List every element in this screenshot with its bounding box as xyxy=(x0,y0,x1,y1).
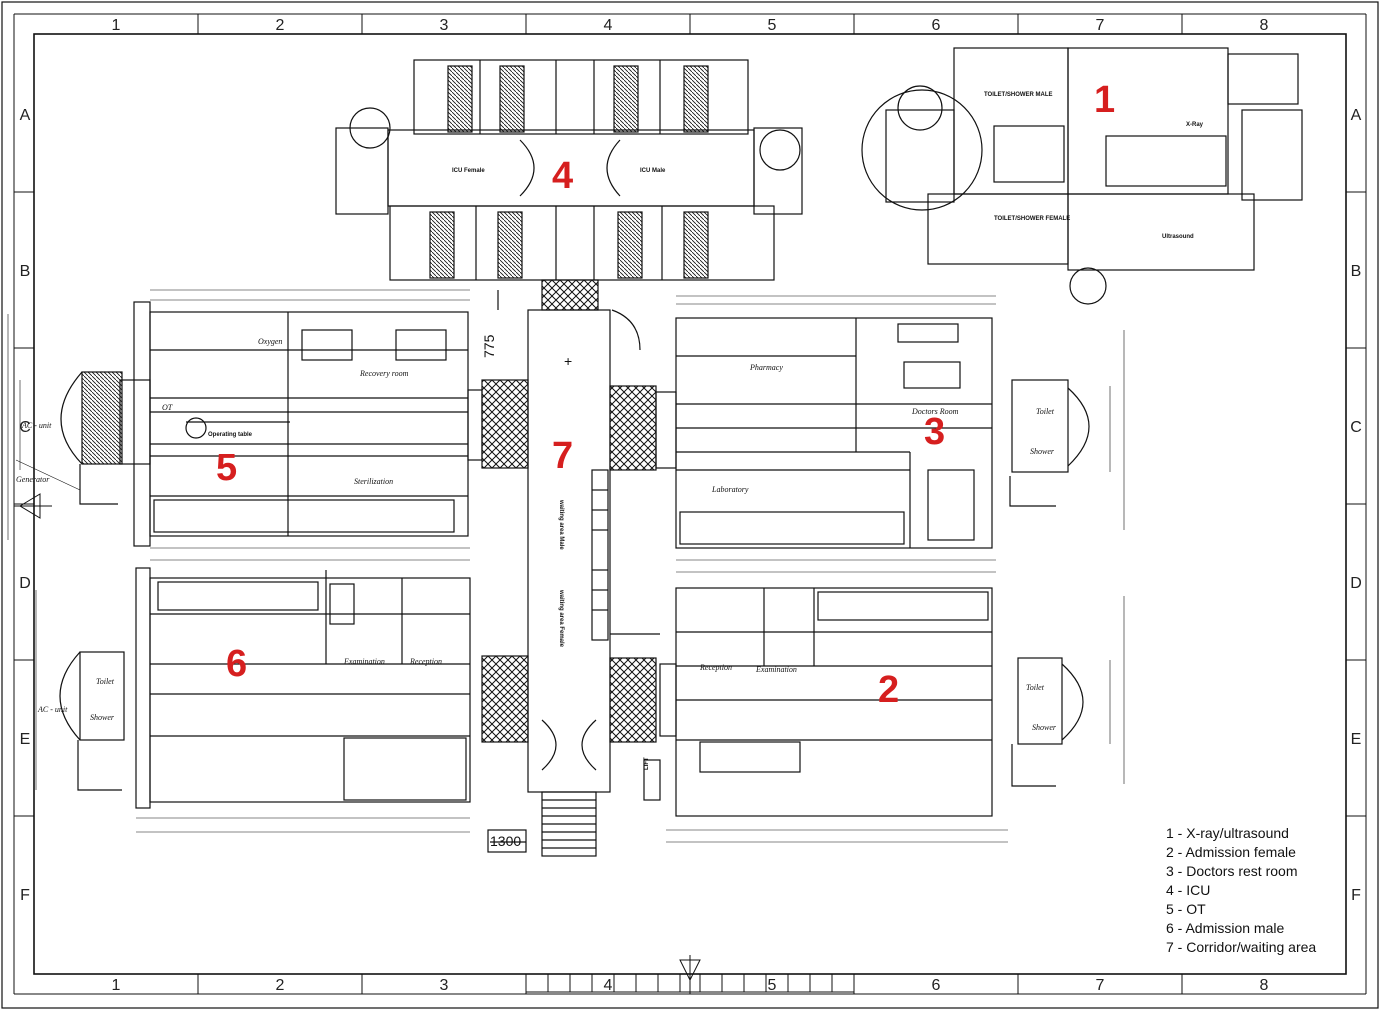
grid-row-left-F: F xyxy=(20,887,30,904)
label-lift: LIFT xyxy=(644,757,650,770)
label-toilet-male: TOILET/SHOWER MALE xyxy=(984,92,1053,98)
label-waiting-female: waiting area Female xyxy=(558,589,564,648)
label-shower-right-top: Shower xyxy=(1030,447,1055,456)
grid-col-top-8: 8 xyxy=(1260,17,1269,34)
label-operating-table: Operating table xyxy=(208,432,253,438)
label-toilet-right-bottom: Toilet xyxy=(1026,683,1045,692)
grid-col-bottom-1: 1 xyxy=(112,977,121,994)
legend-item-4: 4 - ICU xyxy=(1166,882,1211,898)
label-xray: X-Ray xyxy=(1186,122,1204,128)
label-toilet-right-top: Toilet xyxy=(1036,407,1055,416)
grid-col-bottom-8: 8 xyxy=(1260,977,1269,994)
grid-col-top-5: 5 xyxy=(768,17,777,34)
label-oxygen: Oxygen xyxy=(258,337,282,346)
grid-row-left-D: D xyxy=(19,575,31,592)
legend-item-3: 3 - Doctors rest room xyxy=(1166,863,1298,879)
drawing-frame xyxy=(33,33,1347,975)
grid-row-left-B: B xyxy=(20,263,31,280)
grid-row-right-F: F xyxy=(1351,887,1361,904)
ot-building xyxy=(60,301,483,547)
grid-col-bottom-2: 2 xyxy=(276,977,285,994)
room-number-4: 4 xyxy=(552,155,573,197)
legend-item-1: 1 - X-ray/ultrasound xyxy=(1166,825,1289,841)
admission-female-building xyxy=(659,587,1084,817)
grid-col-top-3: 3 xyxy=(440,17,449,34)
grid-row-right-A: A xyxy=(1351,107,1362,124)
room-number-5: 5 xyxy=(216,447,237,489)
grid-row-left-C: C xyxy=(19,419,31,436)
legend-item-5: 5 - OT xyxy=(1166,901,1206,917)
legend-item-6: 6 - Admission male xyxy=(1166,920,1285,936)
grid-row-right-E: E xyxy=(1351,731,1362,748)
label-shower-left: Shower xyxy=(90,713,115,722)
dimension-775: 775 xyxy=(481,334,497,358)
label-examination-female: Examination xyxy=(755,665,797,674)
grid-col-top-1: 1 xyxy=(112,17,121,34)
room-number-1: 1 xyxy=(1094,79,1115,121)
room-number-2: 2 xyxy=(878,669,899,711)
xray-building xyxy=(861,47,1303,305)
grid-row-left-E: E xyxy=(20,731,31,748)
label-sterilization: Sterilization xyxy=(354,477,393,486)
legend-item-7: 7 - Corridor/waiting area xyxy=(1166,939,1317,955)
scale-bar xyxy=(525,955,855,993)
label-icu-male: ICU Male xyxy=(640,168,666,174)
label-reception-female: Reception xyxy=(699,663,732,672)
label-toilet-left: Toilet xyxy=(96,677,115,686)
grid-row-right-D: D xyxy=(1350,575,1362,592)
label-ultrasound: Ultrasound xyxy=(1162,234,1194,240)
label-generator: Generator xyxy=(16,475,50,484)
grid-ticks xyxy=(13,13,1367,995)
legend: 1 - X-ray/ultrasound 2 - Admission femal… xyxy=(1166,824,1376,957)
grid-row-right-C: C xyxy=(1350,419,1362,436)
label-reception-male: Reception xyxy=(409,657,442,666)
grid-col-top-7: 7 xyxy=(1096,17,1105,34)
north-arrow xyxy=(14,493,52,519)
room-number-7: 7 xyxy=(552,435,573,477)
label-icu-female: ICU Female xyxy=(452,168,485,174)
label-doctors-room: Doctors Room xyxy=(911,407,959,416)
label-toilet-female: TOILET/SHOWER FEMALE xyxy=(994,216,1070,222)
label-examination-male: Examination xyxy=(343,657,385,666)
grid-col-top-2: 2 xyxy=(276,17,285,34)
grid-col-bottom-3: 3 xyxy=(440,977,449,994)
label-recovery: Recovery room xyxy=(359,369,409,378)
dimension-1300: 1300 xyxy=(490,833,521,849)
grid-row-left-A: A xyxy=(20,107,31,124)
label-shower-right-bottom: Shower xyxy=(1032,723,1057,732)
room-number-6: 6 xyxy=(226,643,247,685)
label-ac-unit-lower: AC - unit xyxy=(37,705,68,714)
grid-row-right-B: B xyxy=(1351,263,1362,280)
legend-item-2: 2 - Admission female xyxy=(1166,844,1296,860)
label-ot: OT xyxy=(162,403,173,412)
grid-col-bottom-4: 4 xyxy=(604,977,613,994)
grid-col-bottom-5: 5 xyxy=(768,977,777,994)
grid-col-top-6: 6 xyxy=(932,17,941,34)
label-pharmacy: Pharmacy xyxy=(749,363,783,372)
label-ac-unit-left: AC - unit xyxy=(21,421,52,430)
label-waiting-male: waiting area Male xyxy=(558,499,564,550)
icu-building xyxy=(335,59,803,311)
grid-col-bottom-7: 7 xyxy=(1096,977,1105,994)
label-laboratory: Laboratory xyxy=(711,485,749,494)
corridor xyxy=(481,290,661,857)
pharmacy-building xyxy=(611,309,1090,549)
room-labels: ICU Female ICU Male X-Ray Ultrasound TOI… xyxy=(16,92,1204,770)
admission-male-building xyxy=(59,567,471,809)
cross-icon: + xyxy=(564,353,572,369)
room-number-3: 3 xyxy=(924,411,945,453)
grid-col-bottom-6: 6 xyxy=(932,977,941,994)
grid-col-top-4: 4 xyxy=(604,17,613,34)
dimension-lines xyxy=(7,289,1125,843)
